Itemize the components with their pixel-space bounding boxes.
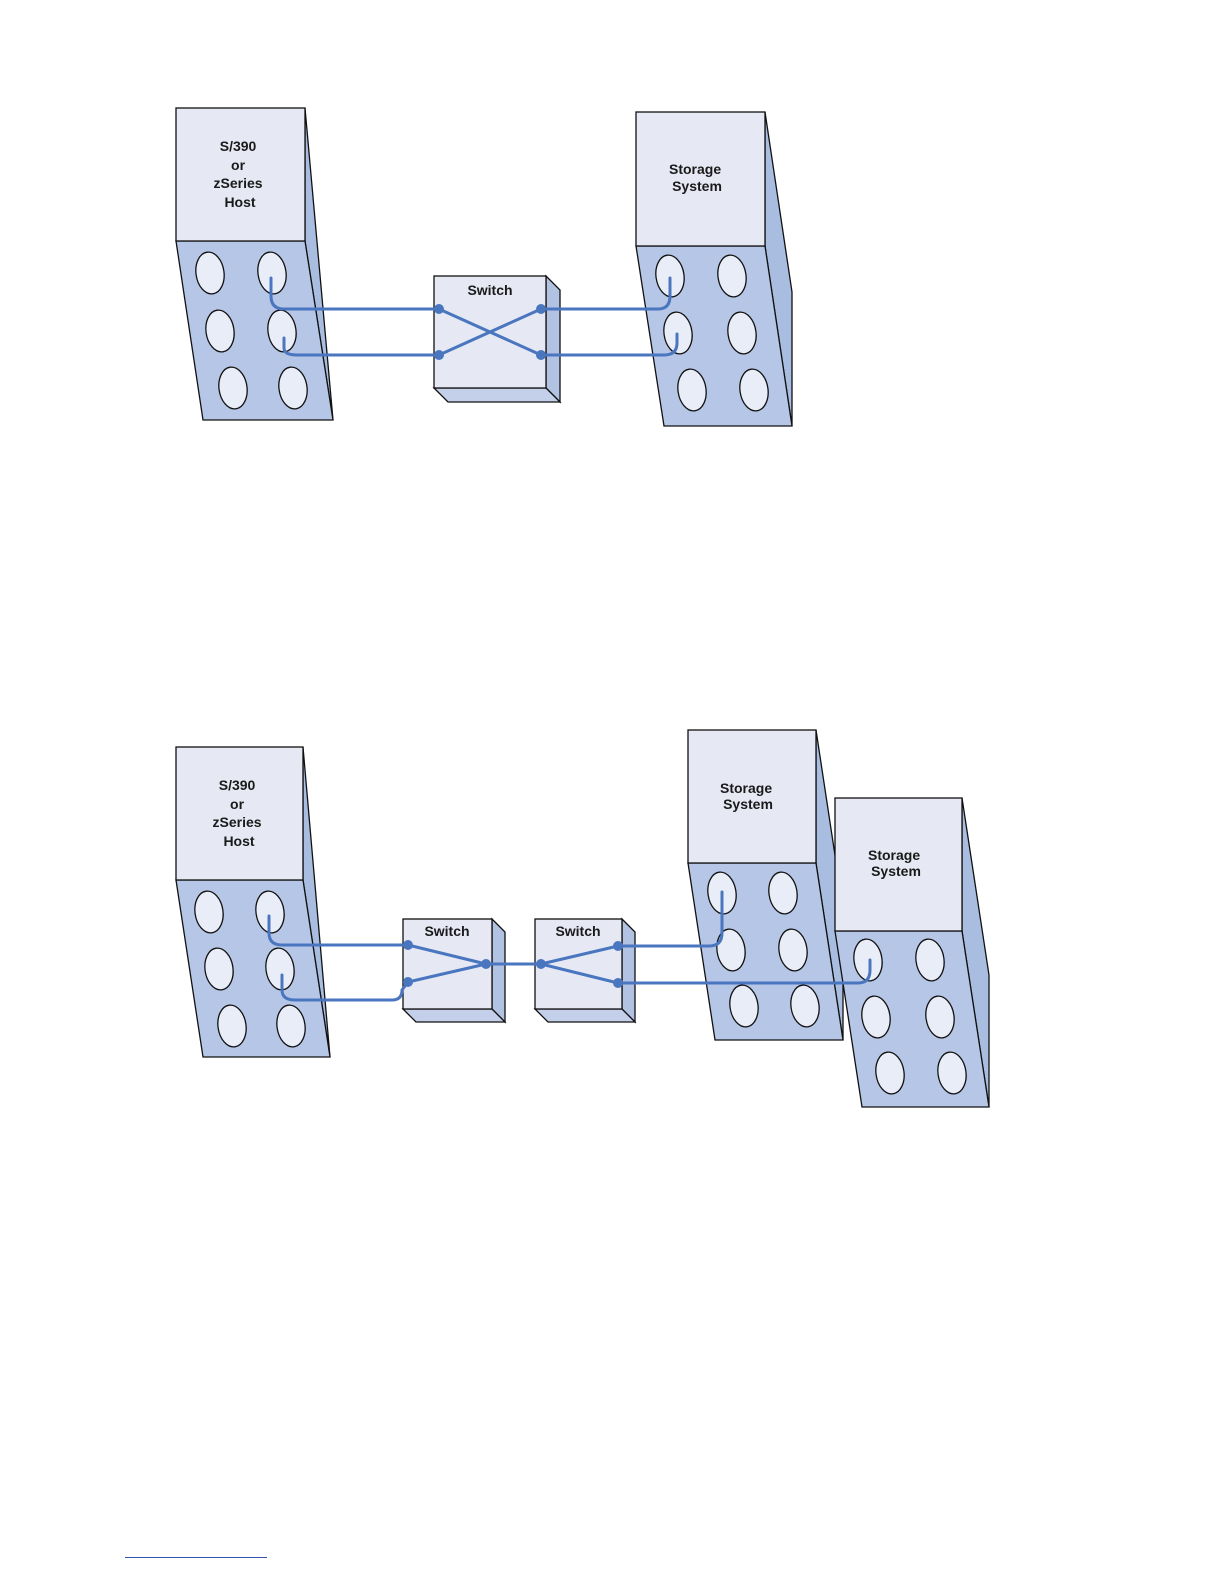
switch-port-node (434, 304, 444, 314)
switch-port-node (536, 350, 546, 360)
switch-port-node (536, 304, 546, 314)
switch-port-node (613, 941, 623, 951)
diagram-2: S/390 or zSeries Host Switch Switch (176, 730, 989, 1107)
switch-port-node (434, 350, 444, 360)
switch-bottom (535, 1009, 635, 1022)
switch-label: Switch (555, 923, 600, 939)
storage-cabinet-2: Storage System (835, 798, 989, 1107)
switch-port-node (536, 959, 546, 969)
switch-bottom (403, 1009, 505, 1022)
switch-label: Switch (467, 282, 512, 298)
switch-side (492, 919, 505, 1022)
storage-label: Storage System (669, 161, 725, 194)
switch-port-node (613, 978, 623, 988)
switch-port-node (481, 959, 491, 969)
switch-bottom (434, 388, 560, 402)
switch-side (546, 276, 560, 402)
diagram-1: S/390 or zSeries Host Switch Sto (176, 108, 792, 426)
host-cabinet: S/390 or zSeries Host (176, 747, 330, 1057)
switch-side (622, 919, 635, 1022)
storage-cabinet-1: Storage System (688, 730, 843, 1040)
switch: Switch (434, 276, 560, 402)
switch-2: Switch (535, 919, 635, 1022)
storage-label: Storage System (868, 847, 924, 879)
storage-label: Storage System (720, 780, 776, 812)
storage-cabinet: Storage System (636, 112, 792, 426)
switch-label: Switch (424, 923, 469, 939)
switch-port-node (403, 977, 413, 987)
footnote-separator (125, 1557, 267, 1558)
switch-port-node (403, 940, 413, 950)
host-cabinet: S/390 or zSeries Host (176, 108, 333, 420)
